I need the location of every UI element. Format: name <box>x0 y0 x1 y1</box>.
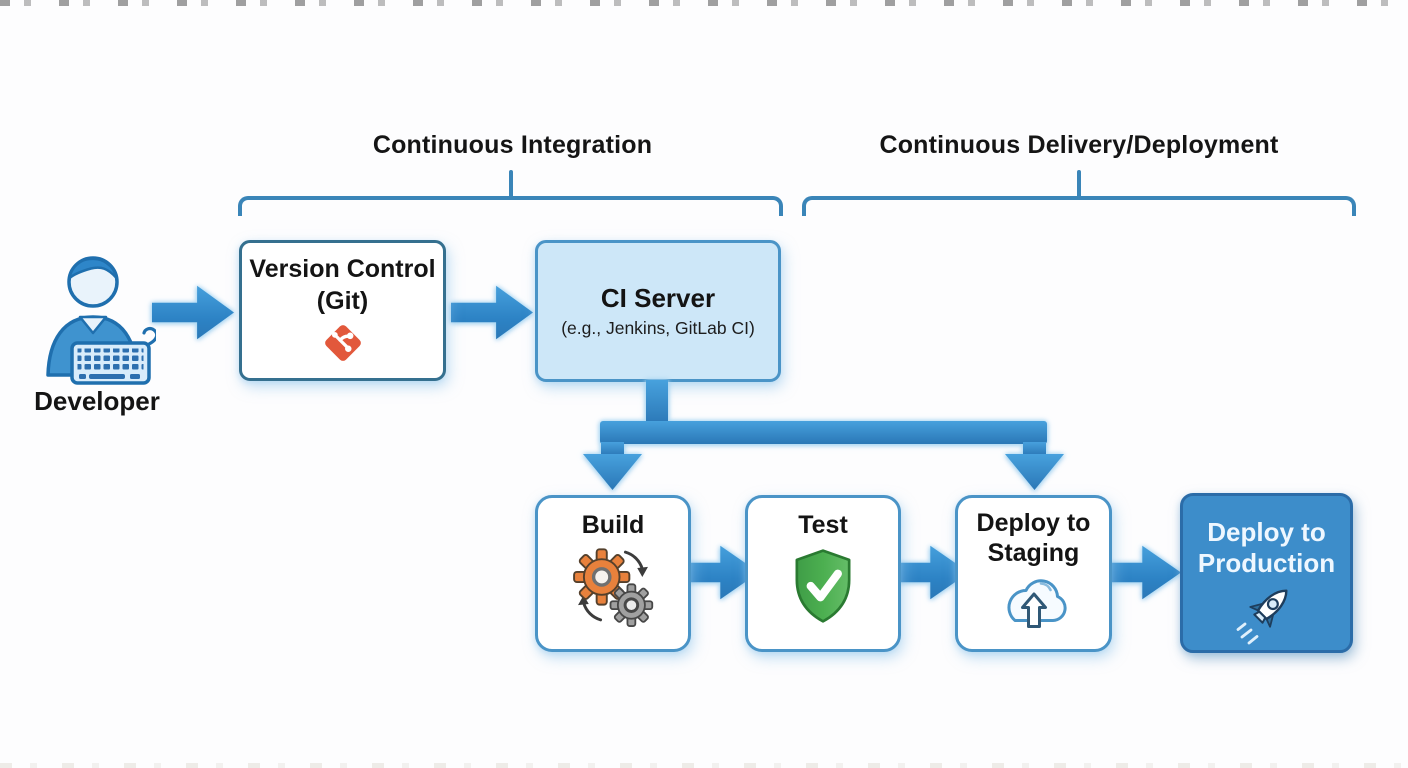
arrow-shape <box>152 285 234 340</box>
node-title: CI Server <box>600 283 716 313</box>
bracket-continuous-integration <box>238 170 783 216</box>
node-version-control: Version Control (Git) <box>239 240 446 381</box>
connector-arrowhead-to-staging <box>1005 454 1064 490</box>
connector-stem <box>646 380 668 425</box>
connector-arrowhead-to-build <box>583 454 642 490</box>
node-title-line2: (Git) <box>316 286 369 315</box>
bracket-continuous-delivery <box>802 170 1356 216</box>
node-ci-server: CI Server (e.g., Jenkins, GitLab CI) <box>535 240 781 382</box>
node-title: Deploy to Staging <box>976 509 1091 567</box>
node-subtitle: (e.g., Jenkins, GitLab CI) <box>561 318 755 338</box>
bottom-edge-artifact <box>0 763 1408 768</box>
node-test: Test <box>745 495 901 652</box>
bracket-tick <box>508 170 513 198</box>
node-title: Version Control (Git) <box>249 254 435 317</box>
arrow-developer-to-version-control <box>152 284 234 341</box>
top-edge-artifact <box>0 0 1408 6</box>
connector-bar <box>600 421 1047 444</box>
bracket-tick <box>1077 170 1081 198</box>
connector-left-drop <box>601 442 624 456</box>
connector-right-drop <box>1023 442 1046 456</box>
node-title-line1: Version Control <box>249 255 436 283</box>
rocket-icon <box>1236 589 1288 645</box>
node-deploy-staging: Deploy to Staging <box>955 495 1112 652</box>
arrow-shape <box>451 285 533 340</box>
arrow-version-control-to-ci-server <box>451 284 533 341</box>
node-deploy-production: Deploy to Production <box>1180 493 1353 653</box>
git-icon <box>324 325 361 361</box>
gears-icon <box>573 548 654 627</box>
developer-keyboard-icon <box>46 256 156 385</box>
section-label-continuous-delivery: Continuous Delivery/Deployment <box>879 131 1279 159</box>
section-label-continuous-integration: Continuous Integration <box>372 131 653 159</box>
node-title: Test <box>798 511 848 539</box>
node-title: Deploy to Production <box>1197 517 1336 579</box>
cloud-upload-icon <box>1006 579 1067 628</box>
developer-label: Developer <box>34 386 160 416</box>
node-build: Build <box>535 495 691 652</box>
node-title: Build <box>581 511 645 539</box>
shield-check-icon <box>795 549 851 623</box>
